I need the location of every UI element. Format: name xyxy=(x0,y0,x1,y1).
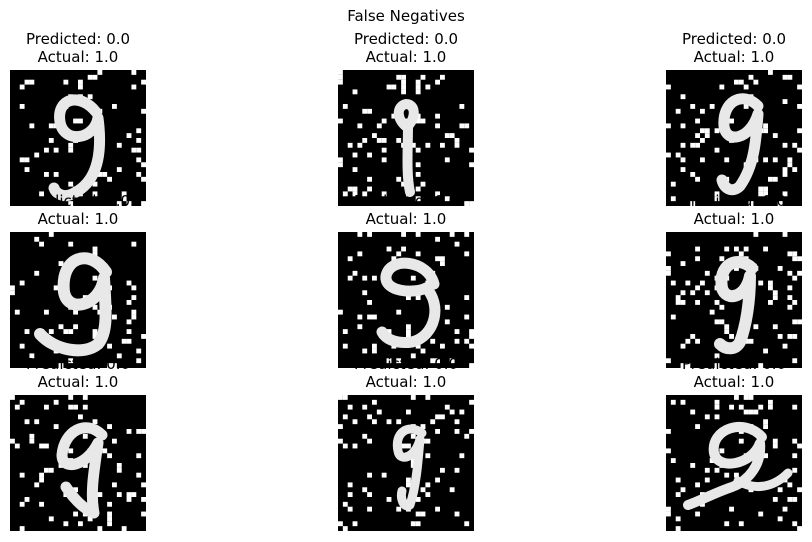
predicted-label: Predicted: 0.0 xyxy=(681,192,787,210)
actual-label: Actual: 1.0 xyxy=(37,210,119,228)
predicted-label: Predicted: 0.0 xyxy=(353,30,459,48)
digit-image xyxy=(10,70,146,206)
predicted-label: Predicted: 0.0 xyxy=(353,192,459,210)
figure-title: False Negatives xyxy=(347,7,465,25)
actual-label: Actual: 1.0 xyxy=(693,210,775,228)
actual-label: Actual: 1.0 xyxy=(37,48,119,66)
predicted-label: Predicted: 0.0 xyxy=(681,30,787,48)
digit-image xyxy=(338,70,474,206)
digit-image xyxy=(10,395,146,531)
digit-image xyxy=(666,70,802,206)
predicted-label: Predicted: 0.0 xyxy=(353,355,459,373)
actual-label: Actual: 1.0 xyxy=(365,210,447,228)
predicted-label: Predicted: 0.0 xyxy=(681,355,787,373)
actual-label: Actual: 1.0 xyxy=(37,373,119,391)
predicted-label: Predicted: 0.0 xyxy=(25,355,131,373)
digit-image xyxy=(666,232,802,368)
actual-label: Actual: 1.0 xyxy=(693,373,775,391)
predicted-label: Predicted: 0.0 xyxy=(25,30,131,48)
predicted-label: Predicted: 0.0 xyxy=(25,192,131,210)
actual-label: Actual: 1.0 xyxy=(365,48,447,66)
actual-label: Actual: 1.0 xyxy=(693,48,775,66)
digit-image xyxy=(666,395,802,531)
digit-image xyxy=(10,232,146,368)
digit-image xyxy=(338,395,474,531)
actual-label: Actual: 1.0 xyxy=(365,373,447,391)
digit-image xyxy=(338,232,474,368)
